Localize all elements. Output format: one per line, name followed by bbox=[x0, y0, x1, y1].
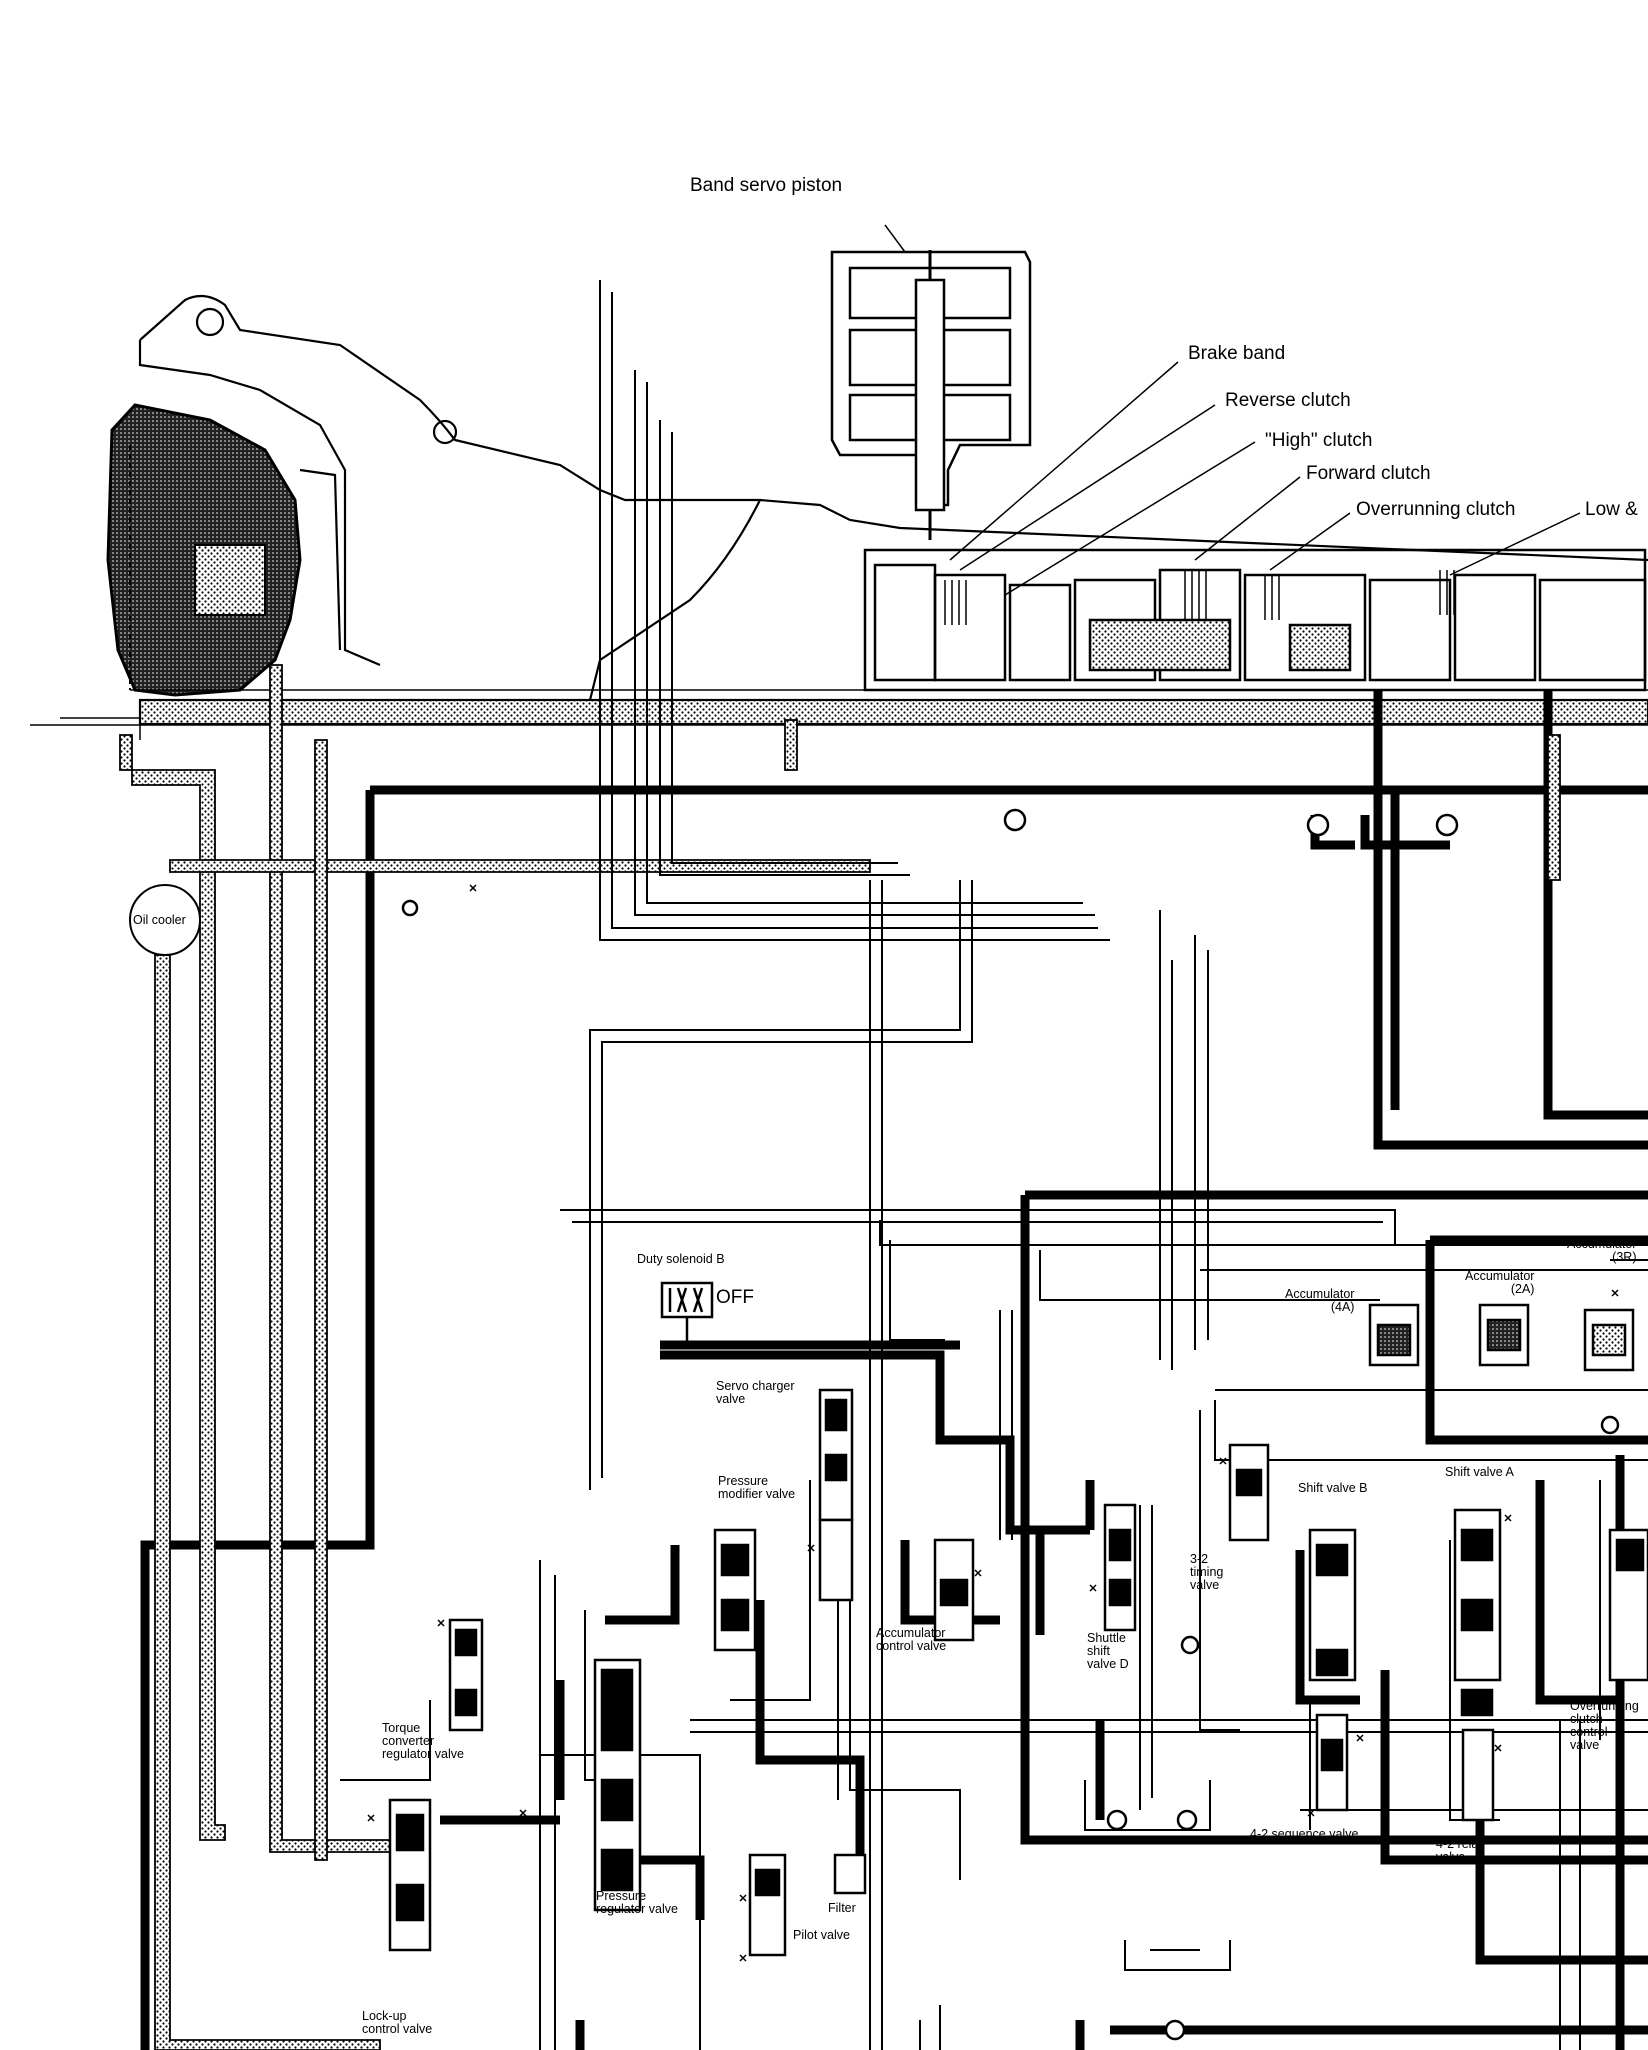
label-accumulator-control-valve: Accumulator control valve bbox=[876, 1626, 947, 1654]
label-brake-band: Brake band bbox=[1188, 343, 1286, 364]
label-lock-up-control-valve: Lock-up control valve bbox=[362, 2009, 433, 2037]
label-duty-solenoid-state: OFF bbox=[716, 1287, 754, 1308]
label-pilot-valve: Pilot valve bbox=[793, 1928, 850, 1942]
label-duty-solenoid-b: Duty solenoid B bbox=[637, 1252, 725, 1266]
transmission-case bbox=[30, 294, 1648, 740]
label-pressure-regulator-valve: Pressure regulator valve bbox=[596, 1889, 678, 1917]
label-shuttle-shift-valve-d: Shuttle shift valve D bbox=[1087, 1631, 1129, 1672]
label-4-2-sequence-valve: 4-2 sequence valve bbox=[1250, 1827, 1359, 1841]
oil-cooler bbox=[129, 884, 201, 956]
valve-bodies bbox=[388, 1303, 1648, 1957]
label-overrunning-clutch-control-valve: Overrunning clutch control valve bbox=[1570, 1699, 1639, 1753]
drain-marks bbox=[367, 884, 1619, 1962]
label-filter: Filter bbox=[828, 1901, 856, 1915]
label-band-servo-piston: Band servo piston bbox=[690, 175, 843, 196]
band-servo-piston bbox=[830, 224, 1032, 540]
label-accumulator-2a: Accumulator (2A) bbox=[1465, 1269, 1535, 1297]
label-overrunning-clutch: Overrunning clutch bbox=[1356, 499, 1516, 520]
label-shift-valve-a: Shift valve A bbox=[1445, 1465, 1514, 1479]
label-shift-valve-b: Shift valve B bbox=[1298, 1481, 1368, 1495]
torque-converter bbox=[106, 403, 302, 697]
signal-circuits bbox=[340, 280, 1648, 2050]
duty-solenoid-b bbox=[660, 1281, 960, 1350]
label-3-2-timing-valve: 3-2 timing valve bbox=[1190, 1552, 1224, 1593]
line-pressure-circuits bbox=[140, 690, 1648, 2050]
label-torque-converter-regulator-valve: Torque converter regulator valve bbox=[382, 1721, 464, 1762]
label-accumulator-4a: Accumulator (4A) bbox=[1285, 1287, 1355, 1315]
label-high-clutch: "High" clutch bbox=[1265, 430, 1373, 451]
label-low-and: Low & bbox=[1585, 499, 1638, 520]
label-4-2-relay-valve: 4-2 relay valve bbox=[1436, 1837, 1485, 1865]
label-accumulator-3r: Accumulator (3R) bbox=[1567, 1237, 1637, 1265]
label-reverse-clutch: Reverse clutch bbox=[1225, 390, 1351, 411]
label-servo-charger-valve: Servo charger valve bbox=[716, 1379, 795, 1407]
check-valves bbox=[401, 808, 1620, 2041]
label-pressure-modifier-valve: Pressure modifier valve bbox=[718, 1474, 796, 1502]
label-oil-cooler: Oil cooler bbox=[133, 913, 186, 927]
leader-lines bbox=[949, 361, 1581, 596]
label-forward-clutch: Forward clutch bbox=[1306, 463, 1431, 484]
clutch-gear-assembly bbox=[863, 548, 1647, 692]
